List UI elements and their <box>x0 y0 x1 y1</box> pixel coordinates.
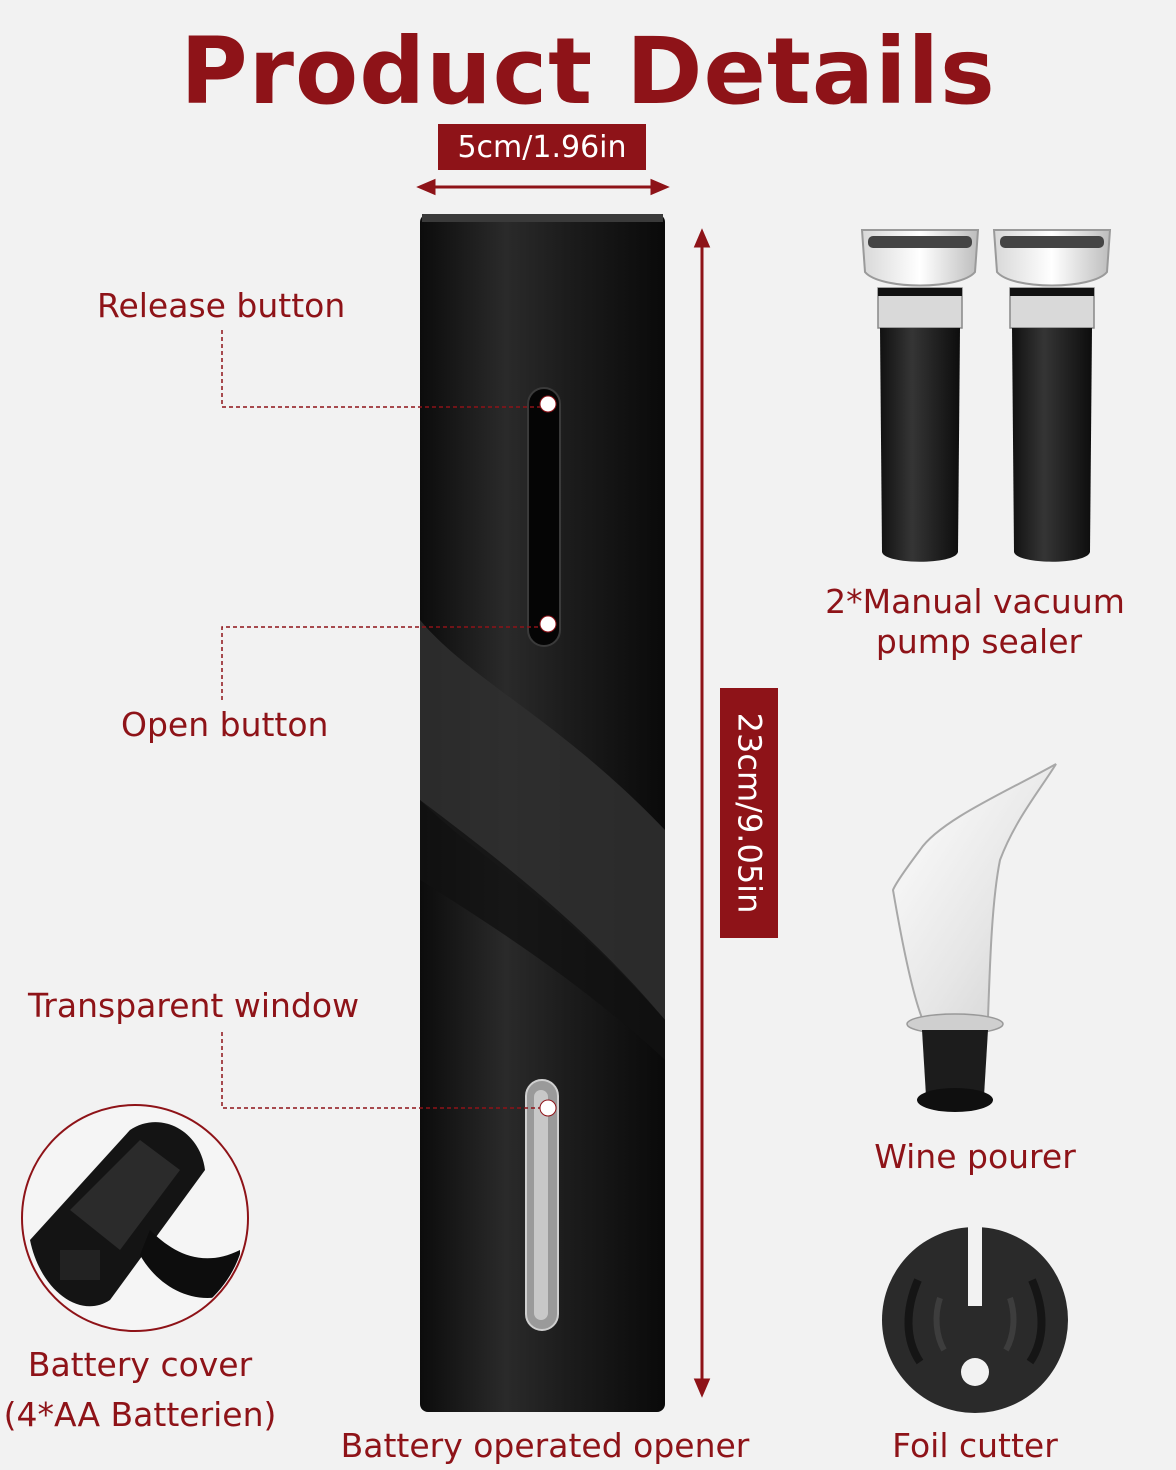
transparent-window-label: Transparent window <box>28 986 360 1025</box>
battery-cover-inset <box>21 1104 249 1332</box>
foil-cutter-image <box>882 1226 1068 1413</box>
wine-opener-body <box>420 214 665 1412</box>
vacuum-sealer-sublabel: pump sealer <box>875 622 1083 661</box>
width-arrow <box>416 178 670 196</box>
vacuum-sealer-label: 2*Manual vacuum <box>825 582 1125 621</box>
open-button-label: Open button <box>121 705 329 744</box>
page-title: Product Details <box>180 18 996 125</box>
wine-pourer-image <box>891 763 1057 1112</box>
wine-pourer-label: Wine pourer <box>874 1137 1076 1176</box>
opener-label: Battery operated opener <box>340 1426 750 1465</box>
vacuum-stopper-left <box>860 229 980 562</box>
height-dimension-badge: 23cm/9.05in <box>720 688 778 938</box>
battery-cover-label: Battery cover <box>27 1345 253 1384</box>
height-arrow <box>693 228 711 1398</box>
battery-cover-sublabel: (4*AA Batterien) <box>3 1395 277 1434</box>
callout-dots <box>539 395 557 1117</box>
callout-lines <box>221 330 548 1109</box>
foil-cutter-label: Foil cutter <box>892 1426 1058 1465</box>
release-button-label: Release button <box>97 286 346 325</box>
vacuum-stopper-right <box>992 229 1112 562</box>
width-dimension-badge: 5cm/1.96in <box>438 124 646 170</box>
